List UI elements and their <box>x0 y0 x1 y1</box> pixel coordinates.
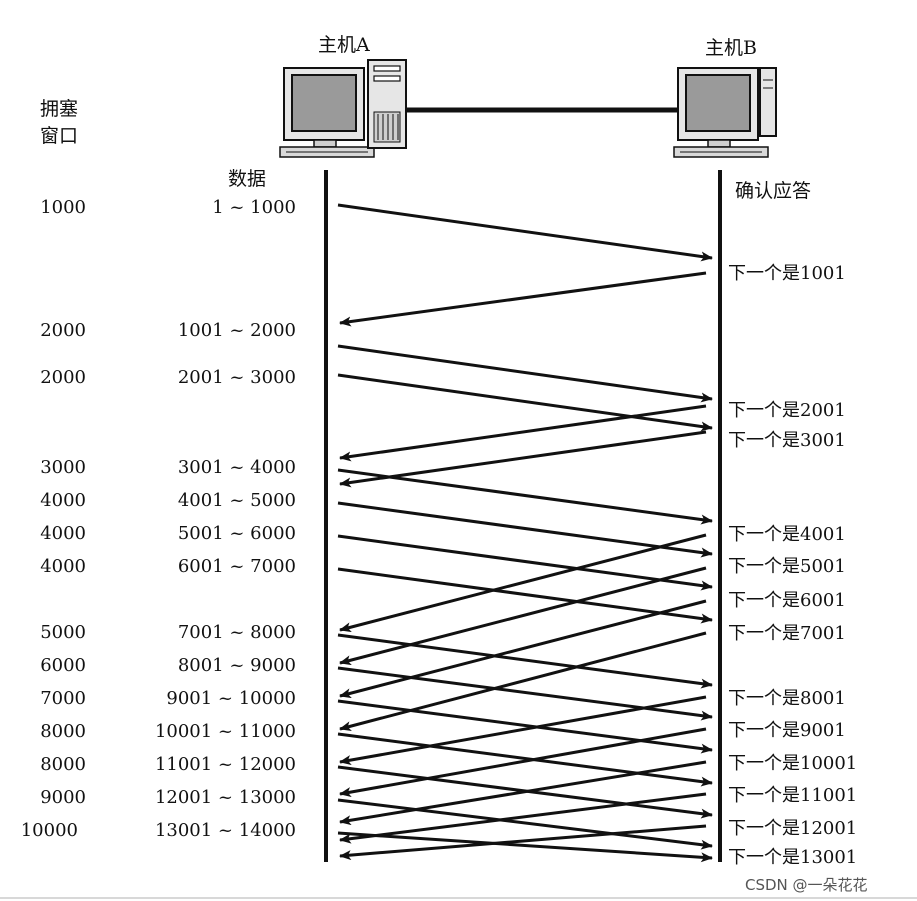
ack-label: 下一个是12001 <box>728 818 858 839</box>
data-header: 数据 <box>228 168 267 190</box>
watermark: CSDN @一朵花花 <box>745 876 868 894</box>
segment-arrow-6 <box>337 534 713 591</box>
data-range: 1001 ~ 2000 <box>177 320 296 341</box>
host-a-label: 主机A <box>318 34 370 56</box>
data-range: 9001 ~ 10000 <box>166 688 296 709</box>
cwnd-value: 2000 <box>40 320 86 341</box>
cwnd-value: 8000 <box>40 754 86 775</box>
ack-arrow-12 <box>339 824 707 861</box>
ack-arrow-4 <box>339 533 707 633</box>
segment-arrow-2 <box>337 344 713 403</box>
cwnd-value: 4000 <box>40 556 86 577</box>
ack-arrow-9 <box>339 727 707 797</box>
ack-arrow-2 <box>339 404 707 462</box>
cwnd-header: 拥塞 窗口 <box>40 96 78 150</box>
cwnd-value: 9000 <box>40 787 86 808</box>
ack-label: 下一个是1001 <box>728 263 846 284</box>
ack-arrow-1 <box>339 271 707 327</box>
ack-label: 下一个是4001 <box>728 524 846 545</box>
ack-arrow-8 <box>339 695 707 765</box>
segment-arrow-1 <box>337 203 713 262</box>
ack-arrow-3 <box>339 430 707 488</box>
data-range: 3001 ~ 4000 <box>177 457 296 478</box>
data-range: 2001 ~ 3000 <box>177 367 296 388</box>
ack-label: 下一个是3001 <box>728 430 846 451</box>
cwnd-value: 6000 <box>40 655 86 676</box>
ack-arrow-7 <box>339 631 707 732</box>
segment-arrow-7 <box>337 567 713 624</box>
ack-label: 下一个是5001 <box>728 556 846 577</box>
cwnd-value: 8000 <box>40 721 86 742</box>
data-range: 5001 ~ 6000 <box>177 523 296 544</box>
ack-label: 下一个是11001 <box>728 785 858 806</box>
ack-header: 确认应答 <box>735 180 812 202</box>
ack-label: 下一个是2001 <box>728 400 846 421</box>
ack-label: 下一个是10001 <box>728 753 858 774</box>
ack-arrow-11 <box>339 792 707 844</box>
cwnd-header-line2: 窗口 <box>40 125 79 147</box>
cwnd-value: 1000 <box>40 197 86 218</box>
cwnd-header-line1: 拥塞 <box>40 98 79 120</box>
segment-arrow-10 <box>337 699 713 754</box>
ack-arrow-10 <box>339 760 707 826</box>
segment-arrow-11 <box>337 732 713 787</box>
ack-label: 下一个是8001 <box>728 688 846 709</box>
segment-arrow-9 <box>337 666 713 721</box>
segment-arrow-5 <box>337 501 713 558</box>
segment-arrow-4 <box>337 468 713 525</box>
ack-arrow-6 <box>339 599 707 699</box>
ack-label: 下一个是13001 <box>728 847 858 868</box>
cwnd-value: 4000 <box>40 490 86 511</box>
data-range: 1 ~ 1000 <box>212 197 296 218</box>
segment-arrow-8 <box>337 633 713 689</box>
segment-arrow-14 <box>337 831 713 863</box>
segment-arrow-13 <box>337 798 713 850</box>
cwnd-value: 3000 <box>40 457 86 478</box>
ack-label: 下一个是7001 <box>728 623 846 644</box>
data-range: 10001 ~ 11000 <box>154 721 296 742</box>
segment-arrow-3 <box>337 373 713 432</box>
computer-a-icon <box>279 59 407 158</box>
ack-label: 下一个是6001 <box>728 590 846 611</box>
data-range: 13001 ~ 14000 <box>154 820 296 841</box>
host-b-label: 主机B <box>705 37 757 59</box>
data-range: 8001 ~ 9000 <box>177 655 296 676</box>
data-range: 11001 ~ 12000 <box>154 754 296 775</box>
data-range: 4001 ~ 5000 <box>177 490 296 511</box>
computer-b-icon <box>673 67 777 158</box>
cwnd-value: 2000 <box>40 367 86 388</box>
cwnd-value: 5000 <box>40 622 86 643</box>
data-range: 12001 ~ 13000 <box>154 787 296 808</box>
cwnd-value: 10000 <box>20 820 78 841</box>
cwnd-value: 7000 <box>40 688 86 709</box>
data-range: 6001 ~ 7000 <box>177 556 296 577</box>
data-range: 7001 ~ 8000 <box>177 622 296 643</box>
cwnd-value: 4000 <box>40 523 86 544</box>
ack-arrow-5 <box>339 566 707 666</box>
ack-label: 下一个是9001 <box>728 720 846 741</box>
